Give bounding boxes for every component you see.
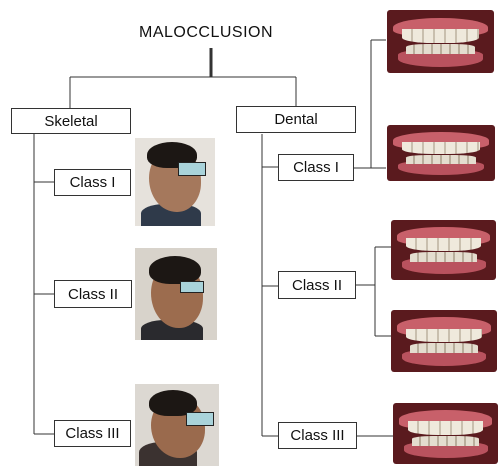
dental-class-i-label: Class I — [293, 159, 339, 176]
eye-mask — [178, 162, 206, 176]
dental-class-iii-box: Class III — [278, 422, 357, 449]
skeletal-class-iii-box: Class III — [54, 420, 131, 447]
dental-label: Dental — [274, 111, 318, 128]
dental-class-ii-box: Class II — [278, 271, 356, 299]
eye-mask — [180, 281, 204, 293]
skeletal-class-i-box: Class I — [54, 169, 131, 196]
dental-box: Dental — [236, 106, 356, 133]
profile-photo-class-iii — [135, 384, 219, 466]
teeth-photo-3 — [391, 220, 496, 280]
teeth-photo-2 — [387, 125, 495, 181]
skeletal-class-ii-label: Class II — [67, 285, 118, 303]
skeletal-class-iii-label: Class III — [65, 425, 120, 442]
skeletal-class-i-label: Class I — [69, 174, 116, 191]
skeletal-label: Skeletal — [44, 112, 98, 130]
eye-mask — [186, 412, 214, 426]
root-title: MALOCCLUSION — [138, 24, 274, 41]
profile-photo-class-ii — [135, 248, 217, 340]
teeth-photo-5 — [393, 403, 498, 464]
teeth-photo-4 — [391, 310, 497, 372]
skeletal-box: Skeletal — [11, 108, 131, 134]
teeth-photo-1 — [387, 10, 494, 73]
profile-photo-class-i — [135, 138, 215, 226]
dental-class-i-box: Class I — [278, 154, 354, 181]
dental-class-ii-label: Class II — [291, 276, 342, 294]
dental-class-iii-label: Class III — [290, 427, 345, 444]
skeletal-class-ii-box: Class II — [54, 280, 132, 308]
